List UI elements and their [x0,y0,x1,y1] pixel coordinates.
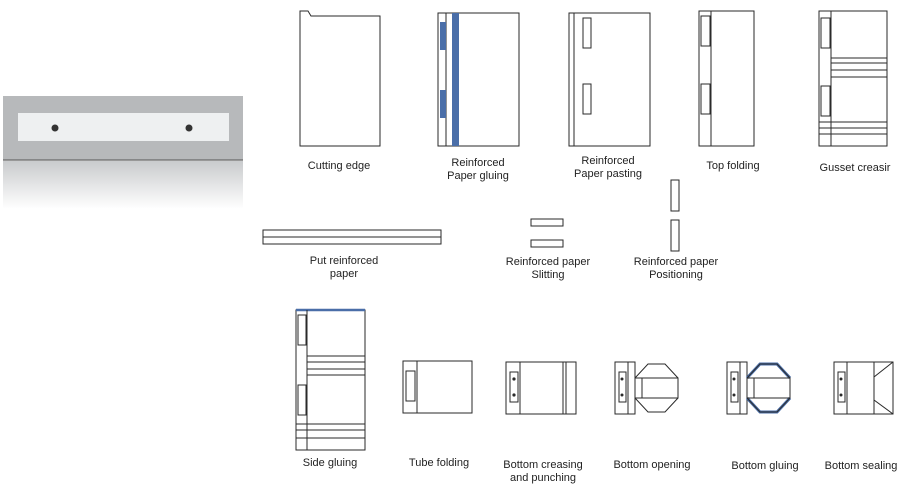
label-put-reinforced-paper: Put reinforced paper [309,255,379,280]
step-reinforced-paper-slitting-drawing [530,218,564,248]
label-side-gluing: Side gluing [302,457,358,469]
glue-patch-bottom [440,90,446,118]
step-cutting-edge-drawing [299,10,381,147]
step-reinforced-paper-positioning-drawing [670,179,680,252]
label-gusset-creasing: Gusset creasir [819,162,891,174]
step-tube-folding-drawing [402,360,473,414]
sample-photo-panel [3,96,243,209]
label-reinforced-paper-slitting: Reinforced paper Slitting [505,256,591,281]
label-bottom-creasing-and-punching: Bottom creasing and punching [503,459,583,484]
label-bottom-sealing: Bottom sealing [824,460,898,472]
step-side-gluing-drawing [295,308,366,451]
step-put-reinforced-paper-drawing [262,229,442,245]
step-gusset-creasing-drawing [818,10,888,147]
step-reinforced-paper-pasting-drawing [568,12,651,147]
step-bottom-sealing-drawing [833,361,894,415]
punch-hole-left [51,124,59,132]
label-bottom-gluing: Bottom gluing [731,460,799,472]
label-reinforced-paper-pasting: Reinforced Paper pasting [574,155,642,180]
step-top-folding-drawing [698,10,755,147]
label-reinforced-paper-gluing: Reinforced Paper gluing [447,157,509,182]
label-tube-folding: Tube folding [408,457,470,469]
label-bottom-opening: Bottom opening [613,459,691,471]
glue-strip [452,13,459,146]
step-bottom-opening-drawing [614,361,679,415]
step-reinforced-paper-gluing-drawing [437,12,520,147]
label-top-folding: Top folding [706,160,760,172]
step-bottom-creasing-and-punching-drawing [505,361,577,415]
glue-patch-top [440,22,446,50]
step-bottom-gluing-drawing [726,361,792,415]
punch-hole-right [185,124,193,132]
label-reinforced-paper-positioning: Reinforced paper Positioning [633,256,719,281]
label-cutting-edge: Cutting edge [307,160,371,172]
